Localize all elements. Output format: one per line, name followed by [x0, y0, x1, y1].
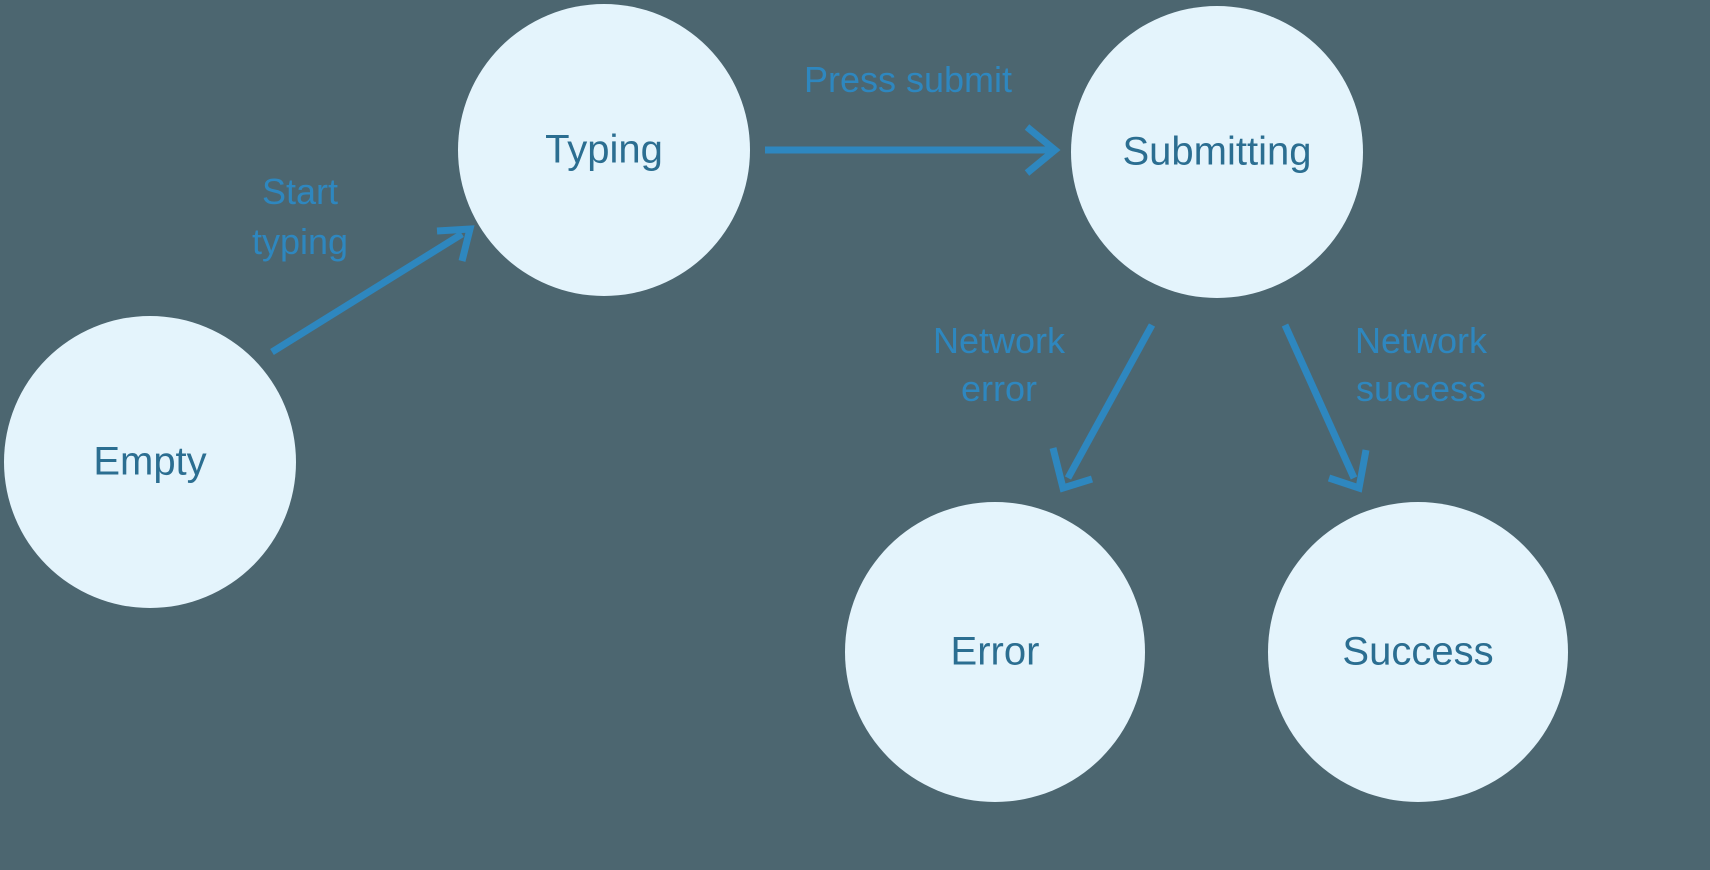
edge-line-network-error: [1064, 323, 1156, 480]
edge-line-network-success: [1281, 323, 1358, 480]
edge-typing-to-submitting: [765, 124, 1061, 176]
edge-empty-to-typing: [270, 225, 475, 355]
node-label-success: Success: [1342, 630, 1493, 674]
edge-label-start-typing-line2: typing: [252, 221, 348, 262]
node-label-empty: Empty: [93, 440, 206, 484]
node-circle-empty[interactable]: [4, 316, 296, 608]
edge-label-network-success: Network success: [1355, 320, 1488, 409]
node-label-submitting: Submitting: [1123, 130, 1312, 174]
arrowhead-network-error: [1049, 447, 1094, 493]
node-label-error: Error: [951, 630, 1040, 674]
edge-label-network-success-line2: success: [1356, 368, 1486, 409]
node-label-typing: Typing: [545, 128, 663, 172]
arrowhead-press-submit: [1024, 124, 1061, 176]
node-typing[interactable]: Typing: [458, 4, 750, 296]
node-error[interactable]: Error: [845, 502, 1145, 802]
edge-label-press-submit-line1: Press submit: [804, 59, 1012, 100]
node-circle-typing[interactable]: [458, 4, 750, 296]
arrowhead-start-typing: [436, 225, 475, 262]
arrowhead-network-success: [1327, 449, 1370, 493]
node-circle-success[interactable]: [1268, 502, 1568, 802]
edge-label-press-submit: Press submit: [804, 59, 1012, 100]
edge-submitting-to-success: [1281, 323, 1370, 493]
edge-label-network-error-line1: Network: [933, 320, 1066, 361]
edge-label-start-typing-line1: Start: [262, 171, 338, 212]
edge-label-start-typing: Start typing: [252, 171, 348, 262]
edge-line-start-typing: [270, 231, 464, 355]
node-circle-submitting[interactable]: [1071, 6, 1363, 298]
edge-label-network-error: Network error: [933, 320, 1066, 409]
edge-label-network-error-line2: error: [961, 368, 1037, 409]
edge-label-network-success-line1: Network: [1355, 320, 1488, 361]
node-success[interactable]: Success: [1268, 502, 1568, 802]
node-submitting[interactable]: Submitting: [1071, 6, 1363, 298]
node-circle-error[interactable]: [845, 502, 1145, 802]
node-empty[interactable]: Empty: [4, 316, 296, 608]
edge-submitting-to-error: [1049, 323, 1156, 493]
